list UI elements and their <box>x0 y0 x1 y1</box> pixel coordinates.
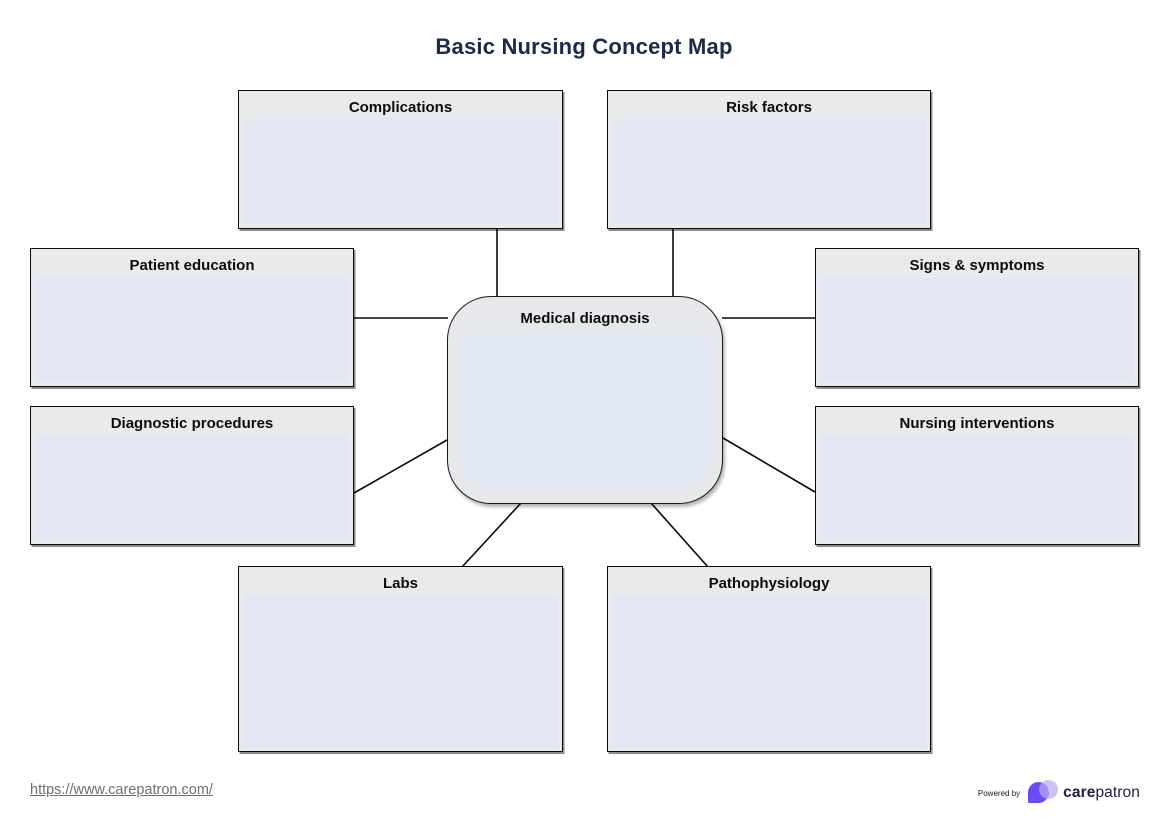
node-risk-factors: Risk factors <box>607 90 931 229</box>
node-medical-diagnosis-title: Medical diagnosis <box>520 310 650 327</box>
node-nursing-interventions-field <box>820 435 1134 540</box>
powered-by-block: Powered by carepatron <box>978 777 1140 809</box>
node-labs-title: Labs <box>382 575 418 592</box>
node-complications-title: Complications <box>348 99 453 116</box>
node-pathophysiology: Pathophysiology <box>607 566 931 752</box>
node-risk-factors-title: Risk factors <box>726 99 812 116</box>
node-diagnostic-procedures-title: Diagnostic procedures <box>110 415 274 432</box>
node-labs-field <box>243 595 558 747</box>
connector-diagnostic-procedures <box>353 439 448 494</box>
node-risk-factors-field <box>612 119 926 224</box>
node-medical-diagnosis-field <box>460 334 710 488</box>
carepatron-logo-icon <box>1027 777 1059 809</box>
page-title: Basic Nursing Concept Map <box>435 34 733 59</box>
node-labs: Labs <box>238 566 563 752</box>
node-nursing-interventions: Nursing interventions <box>815 406 1139 545</box>
node-complications: Complications <box>238 90 563 229</box>
logo-bubble-light-icon <box>1039 780 1059 799</box>
node-signs-symptoms-field <box>820 277 1134 382</box>
node-complications-field <box>243 119 558 224</box>
node-pathophysiology-field <box>612 595 926 747</box>
brand-patron: patron <box>1095 784 1140 801</box>
node-diagnostic-procedures-field <box>35 435 349 540</box>
node-patient-education: Patient education <box>30 248 354 387</box>
node-diagnostic-procedures: Diagnostic procedures <box>30 406 354 545</box>
node-medical-diagnosis: Medical diagnosis <box>447 296 723 504</box>
node-patient-education-title: Patient education <box>129 257 255 274</box>
powered-by-label: Powered by <box>977 788 1021 798</box>
brand-care: care <box>1063 784 1096 801</box>
node-patient-education-field <box>35 277 349 382</box>
carepatron-wordmark: carepatron <box>1063 784 1140 802</box>
node-pathophysiology-title: Pathophysiology <box>708 575 830 592</box>
node-nursing-interventions-title: Nursing interventions <box>899 415 1055 432</box>
node-signs-symptoms-title: Signs & symptoms <box>909 257 1045 274</box>
connector-labs <box>461 502 522 568</box>
connector-nursing-interventions <box>722 437 816 493</box>
node-signs-symptoms: Signs & symptoms <box>815 248 1139 387</box>
carepatron-url-link[interactable]: https://www.carepatron.com/ <box>30 782 213 798</box>
connector-pathophysiology <box>650 502 709 568</box>
